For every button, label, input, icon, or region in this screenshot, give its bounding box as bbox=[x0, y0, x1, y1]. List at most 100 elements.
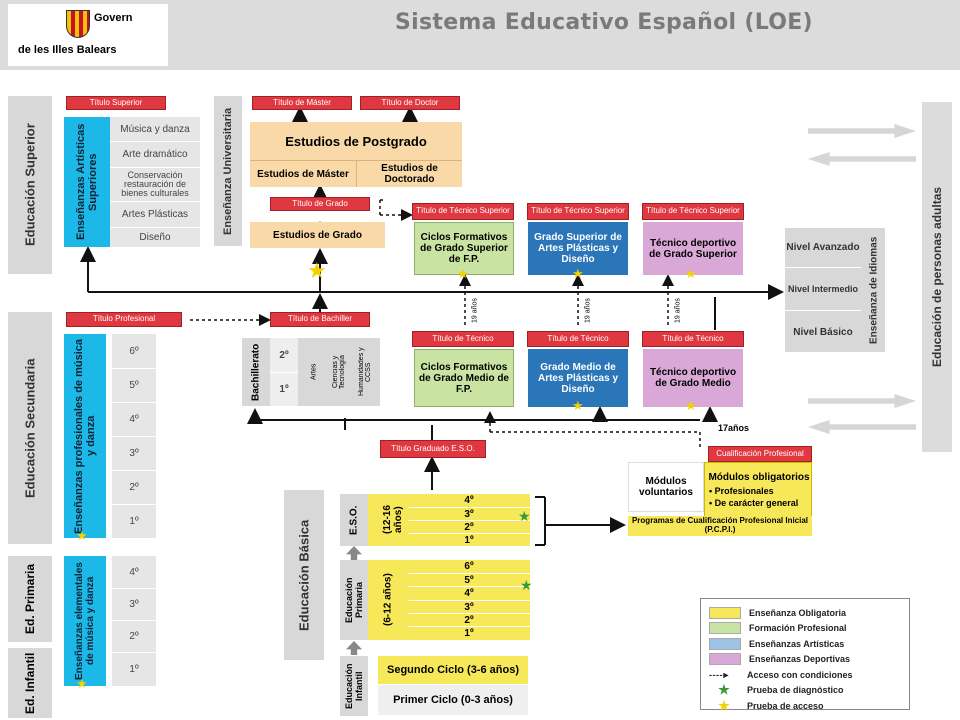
postgrado-box: Estudios de Postgrado Estudios de Máster… bbox=[250, 122, 462, 187]
estudios-grado: Estudios de Grado bbox=[250, 222, 385, 248]
star-fp-superior-icon: ★ bbox=[457, 266, 469, 281]
modalidad-ciencias-text: Ciencias y Tecnología bbox=[332, 355, 346, 389]
legend-label-acceso: Acceso con condiciones bbox=[747, 669, 853, 680]
dashed-arrow-icon: - - - -► bbox=[709, 669, 730, 680]
infantil-band: Educación Infantil bbox=[340, 656, 368, 716]
profesionales-courses: 6º 5º 4º 3º 2º 1º bbox=[112, 334, 156, 538]
age19-fp-text: 19 años bbox=[471, 298, 479, 324]
idiomas-label-text: Enseñanza de Idiomas bbox=[868, 236, 880, 344]
estudios-master: Estudios de Máster bbox=[250, 160, 356, 187]
segundo-ciclo: Segundo Ciclo (3-6 años) bbox=[378, 656, 528, 684]
modalidad-artes-text: Artes bbox=[310, 363, 318, 381]
prof-course-4: 4º bbox=[112, 402, 156, 436]
primaria-age-box: (6-12 años) bbox=[368, 560, 408, 640]
eso-course-4: 4º bbox=[408, 494, 530, 507]
elem-course-1: 1º bbox=[112, 652, 156, 686]
logo-line-1: Govern bbox=[94, 12, 133, 24]
ed-infantil-label: Ed. Infantil bbox=[23, 652, 37, 714]
modulos-obligatorios: Módulos obligatorios bbox=[708, 471, 810, 483]
basica-label: Educación Básica bbox=[296, 519, 312, 631]
yellow-star-icon: ★ bbox=[718, 697, 730, 713]
nivel-basico: Nivel Básico bbox=[793, 326, 853, 338]
titulo-superior-badge: Título Superior bbox=[66, 96, 166, 110]
tecnico-badge-fp: Título de Técnico bbox=[412, 331, 514, 347]
govern-logo: Govern de les Illes Balears bbox=[8, 4, 168, 66]
legend-swatch-obligatoria bbox=[709, 606, 741, 619]
elementales-box: Enseñanzas elementales de música y danza bbox=[64, 556, 106, 686]
titulo-eso-badge: Título Graduado E.S.O. bbox=[380, 440, 486, 458]
modalidad-ciencias: Ciencias y Tecnología bbox=[326, 340, 352, 404]
eso-age bbox=[368, 494, 378, 546]
logo-line-2: de les Illes Balears bbox=[18, 44, 117, 56]
modalidad-humanidades: Humanidades y CCSS bbox=[352, 340, 378, 404]
prim-course-5: 5º bbox=[408, 573, 530, 586]
item-artes-plasticas: Artes Plásticas bbox=[110, 201, 200, 227]
age19-artes: 19 años bbox=[583, 296, 593, 326]
legend: Enseñanza Obligatoria Formación Profesio… bbox=[700, 598, 910, 713]
nivel-avanzado: Nivel Avanzado bbox=[785, 228, 861, 268]
titulo-grado-badge: Título de Grado bbox=[270, 197, 370, 211]
superior-band: Educación Superior bbox=[8, 96, 52, 274]
legend-artisticas: Enseñanzas Artísticas bbox=[709, 636, 901, 652]
star-deportivo-medio-icon: ★ bbox=[685, 398, 697, 413]
star-primaria-diagnostico-icon: ★ bbox=[520, 577, 533, 593]
item-arte-dramatico: Arte dramático bbox=[110, 141, 200, 167]
pcpi-module: Módulos voluntarios Módulos obligatorios… bbox=[628, 462, 812, 536]
eso-age-box: (12-16 años) bbox=[378, 494, 408, 546]
legend-label-prueba: Prueba de acceso bbox=[747, 700, 824, 711]
age19-deportivo-text: 19 años bbox=[674, 298, 682, 324]
elementales-label: Enseñanzas elementales de música y danza bbox=[74, 562, 96, 680]
adultos-band: Educación de personas adultas bbox=[922, 102, 952, 452]
elem-course-2: 2º bbox=[112, 620, 156, 652]
secundaria-band: Educación Secundaria bbox=[8, 312, 52, 544]
age19-artes-text: 19 años bbox=[584, 298, 592, 324]
tecnico-badge-artes: Título de Técnico bbox=[527, 331, 629, 347]
primaria-band: Educación Primaria bbox=[340, 560, 368, 640]
deportivo-superior-box: Técnico deportivo de Grado Superior bbox=[643, 222, 743, 275]
universitaria-band: Enseñanza Universitaria bbox=[214, 96, 242, 246]
eso-band: E.S.O. bbox=[340, 494, 368, 546]
star-deportivo-superior-icon: ★ bbox=[685, 266, 697, 281]
star-profesionales-icon: ★ bbox=[76, 528, 88, 543]
legend-swatch-deportivas bbox=[709, 653, 741, 666]
modalidad-humanidades-text: Humanidades y CCSS bbox=[358, 347, 372, 397]
bach-course-1: 1º bbox=[270, 372, 298, 406]
basica-band: Educación Básica bbox=[284, 490, 324, 660]
tecnico-superior-badge-fp: Título de Técnico Superior bbox=[412, 203, 514, 220]
estudios-doctorado: Estudios de Doctorado bbox=[356, 160, 462, 187]
prof-course-2: 2º bbox=[112, 470, 156, 504]
titulo-profesional-badge: Título Profesional bbox=[66, 312, 182, 327]
modulos-obligatorios-box: Módulos obligatorios • Profesionales • D… bbox=[704, 462, 812, 518]
artisticas-superiores-label: Enseñanzas Artísticas Superiores bbox=[75, 123, 99, 241]
eso-age-text: (12-16 años) bbox=[382, 505, 404, 535]
bach-course-2: 2º bbox=[270, 338, 298, 372]
modalidad-artes: Artes bbox=[302, 340, 326, 404]
deportivo-medio-box: Técnico deportivo de Grado Medio bbox=[643, 349, 743, 407]
primer-ciclo: Primer Ciclo (0-3 años) bbox=[378, 685, 528, 715]
fp-superior-box: Ciclos Formativos de Grado Superior de F… bbox=[414, 222, 514, 275]
elem-course-4: 4º bbox=[129, 566, 139, 578]
legend-label-obligatoria: Enseñanza Obligatoria bbox=[749, 607, 847, 618]
bullet-profesionales: • Profesionales bbox=[709, 486, 774, 496]
eso-course-2: 2º bbox=[408, 520, 530, 533]
prof-course-1: 1º bbox=[112, 504, 156, 538]
prim-course-1: 1º bbox=[408, 626, 530, 640]
bachillerato-label-text: Bachillerato bbox=[250, 343, 262, 401]
artisticas-superiores-box: Enseñanzas Artísticas Superiores bbox=[64, 117, 110, 247]
artes-medio-box: Grado Medio de Artes Plásticas y Diseño bbox=[528, 349, 628, 407]
ed-primaria-label: Ed. Primaria bbox=[23, 563, 37, 635]
star-eso-diagnostico-icon: ★ bbox=[518, 508, 531, 524]
eso-course-3: 3º bbox=[408, 507, 530, 520]
page-title: Sistema Educativo Español (LOE) bbox=[395, 10, 813, 35]
prof-course-3: 3º bbox=[112, 436, 156, 470]
eso-course-1: 1º bbox=[408, 533, 530, 546]
idiomas-panel: Nivel Avanzado Nivel Intermedio Nivel Bá… bbox=[785, 228, 885, 352]
prim-course-2: 2º bbox=[408, 613, 530, 626]
modulos-voluntarios: Módulos voluntarios bbox=[628, 462, 704, 512]
legend-acceso-condiciones: - - - -► Acceso con condiciones bbox=[709, 667, 901, 683]
postgrado-title: Estudios de Postgrado bbox=[285, 133, 427, 149]
superior-label: Educación Superior bbox=[22, 123, 38, 247]
legend-diagnostico: ★Prueba de diagnóstico bbox=[709, 682, 901, 699]
titulo-bachiller-badge: Título de Bachiller bbox=[270, 312, 370, 327]
